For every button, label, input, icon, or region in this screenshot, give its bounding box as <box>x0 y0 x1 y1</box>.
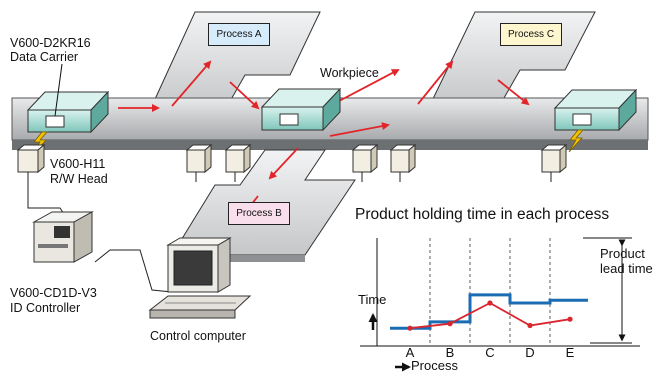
flow-arrow <box>497 79 530 106</box>
carrier-label-line1: V600-D2KR16 <box>10 36 91 50</box>
lead-time-label-line2: lead time <box>600 261 653 276</box>
workpiece-center <box>260 87 342 132</box>
chart-y-label: Time <box>358 292 387 307</box>
chart-category-label: C <box>485 345 495 360</box>
lightning-icon <box>568 129 584 153</box>
process-c-box: Process C <box>500 23 562 46</box>
chart-separators <box>429 238 551 346</box>
process-a-box: Process A <box>208 23 270 46</box>
lead-time-label-line1: Product <box>600 246 645 261</box>
chart-category-label: D <box>525 345 535 360</box>
rw-heads <box>16 143 568 174</box>
workpiece-label: Workpiece <box>320 66 379 80</box>
holding-time-point <box>487 300 493 306</box>
workpiece-right <box>553 88 638 132</box>
controller-label-line1: V600-CD1D-V3 <box>10 286 97 300</box>
flow-arrow <box>171 60 212 107</box>
rw-head-icon <box>224 143 252 174</box>
chart-title: Product holding time in each process <box>355 206 610 223</box>
carrier-leader-line <box>54 63 63 117</box>
rw-head-icon <box>185 143 213 174</box>
id-controller-icon <box>32 211 94 263</box>
computer-icon <box>148 237 252 319</box>
chart-category-label: B <box>445 345 455 360</box>
holding-time-point <box>567 316 573 322</box>
holding-time-line <box>409 301 571 330</box>
chart-axes <box>360 238 640 347</box>
rw-head-icon <box>540 143 568 174</box>
holding-time-point <box>447 321 453 327</box>
flow-arrow <box>417 60 454 105</box>
rw-head-icon <box>389 143 417 174</box>
head-label-line1: V600-H11 <box>50 157 106 171</box>
carrier-label-line2: Data Carrier <box>10 50 79 64</box>
controller-label-line2: ID Controller <box>10 301 81 315</box>
flow-arrow <box>268 147 299 180</box>
chart-category-label: A <box>405 345 415 360</box>
lead-time-step-line <box>390 293 588 330</box>
head-cables <box>27 172 552 293</box>
workpiece-left <box>26 90 110 134</box>
rw-head-icon <box>351 143 379 174</box>
flow-arrow <box>329 122 390 137</box>
head-label-line2: R/W Head <box>50 172 108 186</box>
chart-x-label: Process <box>411 358 458 373</box>
chart-series <box>390 293 588 331</box>
computer-label: Control computer <box>150 329 246 343</box>
lead-time-dimension <box>583 237 632 344</box>
data-carrier-tag <box>45 115 65 128</box>
holding-time-point <box>527 322 533 329</box>
rw-head-icon <box>16 143 46 174</box>
process-b-box: Process B <box>228 202 290 225</box>
chart-category-label: E <box>565 345 575 360</box>
flow-arrow <box>229 81 260 110</box>
flow-arrows <box>118 60 530 224</box>
holding-time-point <box>407 325 413 331</box>
